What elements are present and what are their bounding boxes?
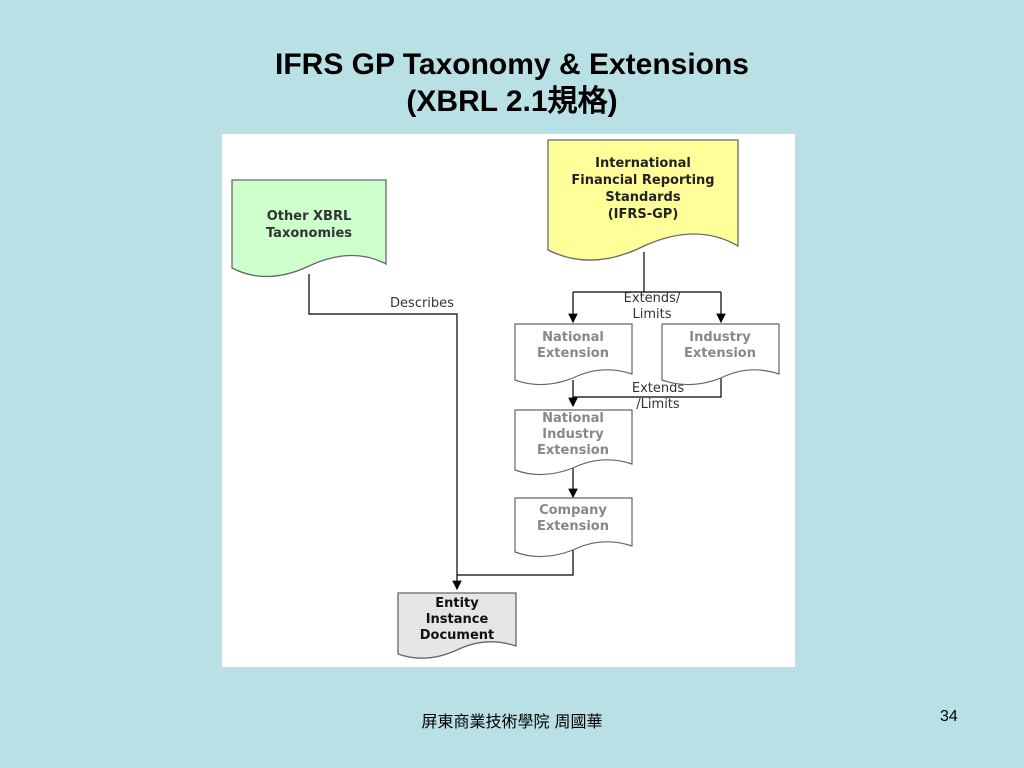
edge-company-to-entity [457, 549, 574, 576]
node-industry-extension: Industry Extension [661, 323, 780, 386]
edge-industry-to-ni [573, 374, 722, 398]
edge-other-to-entity [308, 274, 462, 591]
footer-text: 屏東商業技術學院 周國華 [421, 712, 603, 731]
node-company-line2: Extension [537, 519, 609, 534]
node-company-extension: Company Extension [514, 497, 633, 558]
edge-label-extends-line2: /Limits [636, 397, 680, 412]
title-line-1: IFRS GP Taxonomy & Extensions [275, 48, 749, 81]
node-industry-line2: Extension [684, 346, 756, 361]
node-ifrs-line1: International [595, 156, 691, 171]
node-entity-line2: Instance [426, 612, 489, 627]
page-number: 34 [940, 708, 958, 725]
node-ifrs-line2: Financial Reporting [571, 173, 714, 188]
node-entity-instance-document: Entity Instance Document [397, 592, 517, 659]
node-company-line1: Company [539, 503, 607, 518]
connectors [308, 252, 726, 591]
node-ifrs-line3: Standards [605, 190, 680, 205]
taxonomy-diagram: Describes Extends/ Limits Extends /Limit… [222, 134, 795, 667]
slide-title: IFRS GP Taxonomy & Extensions (XBRL 2.1規… [0, 46, 1024, 120]
edge-label-extends-limits-line1: Extends/ [624, 291, 681, 306]
node-other-xbrl: Other XBRL Taxonomies [231, 179, 387, 278]
node-other-line2: Taxonomies [266, 226, 352, 241]
edge-label-describes: Describes [390, 296, 454, 311]
node-entity-line1: Entity [435, 596, 479, 611]
node-industry-line1: Industry [689, 330, 751, 345]
node-ni-line3: Extension [537, 443, 609, 458]
title-line-2: (XBRL 2.1規格) [406, 85, 618, 118]
node-entity-line3: Document [420, 628, 495, 643]
node-national-extension: National Extension [514, 323, 633, 386]
node-national-line1: National [542, 330, 604, 345]
node-ifrs-line4: (IFRS-GP) [608, 207, 679, 222]
node-national-line2: Extension [537, 346, 609, 361]
node-ni-line1: National [542, 411, 604, 426]
node-ni-line2: Industry [542, 427, 604, 442]
node-national-industry-extension: National Industry Extension [514, 409, 633, 476]
node-other-line1: Other XBRL [267, 209, 352, 224]
edge-label-extends-limits-line2: Limits [633, 307, 672, 322]
edge-label-extends-line1: Extends [632, 381, 684, 396]
node-ifrs-gp: International Financial Reporting Standa… [547, 139, 739, 261]
